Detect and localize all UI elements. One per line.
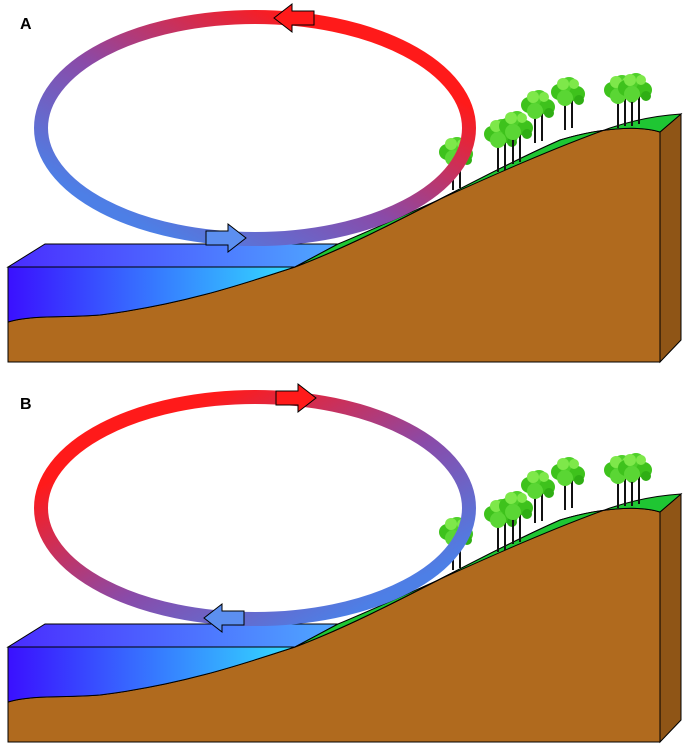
panel-a: A (6, 3, 683, 364)
top-arrow-left-a (273, 3, 315, 33)
ground-side-b (659, 492, 682, 744)
circulation-loop-b (34, 390, 476, 626)
grass-b (294, 493, 683, 648)
water-surface-a (6, 243, 339, 268)
panel-b: B (6, 383, 683, 744)
water-surface-b (6, 623, 339, 648)
water-front-b (7, 646, 296, 703)
circulation-loop-a (34, 10, 476, 246)
grass-a (294, 113, 683, 268)
panel-label-b: B (20, 396, 32, 413)
water-front-a (7, 266, 296, 323)
top-arrow-right-b (275, 383, 317, 413)
ground-side-a (659, 112, 682, 364)
panel-label-a: A (20, 16, 32, 33)
